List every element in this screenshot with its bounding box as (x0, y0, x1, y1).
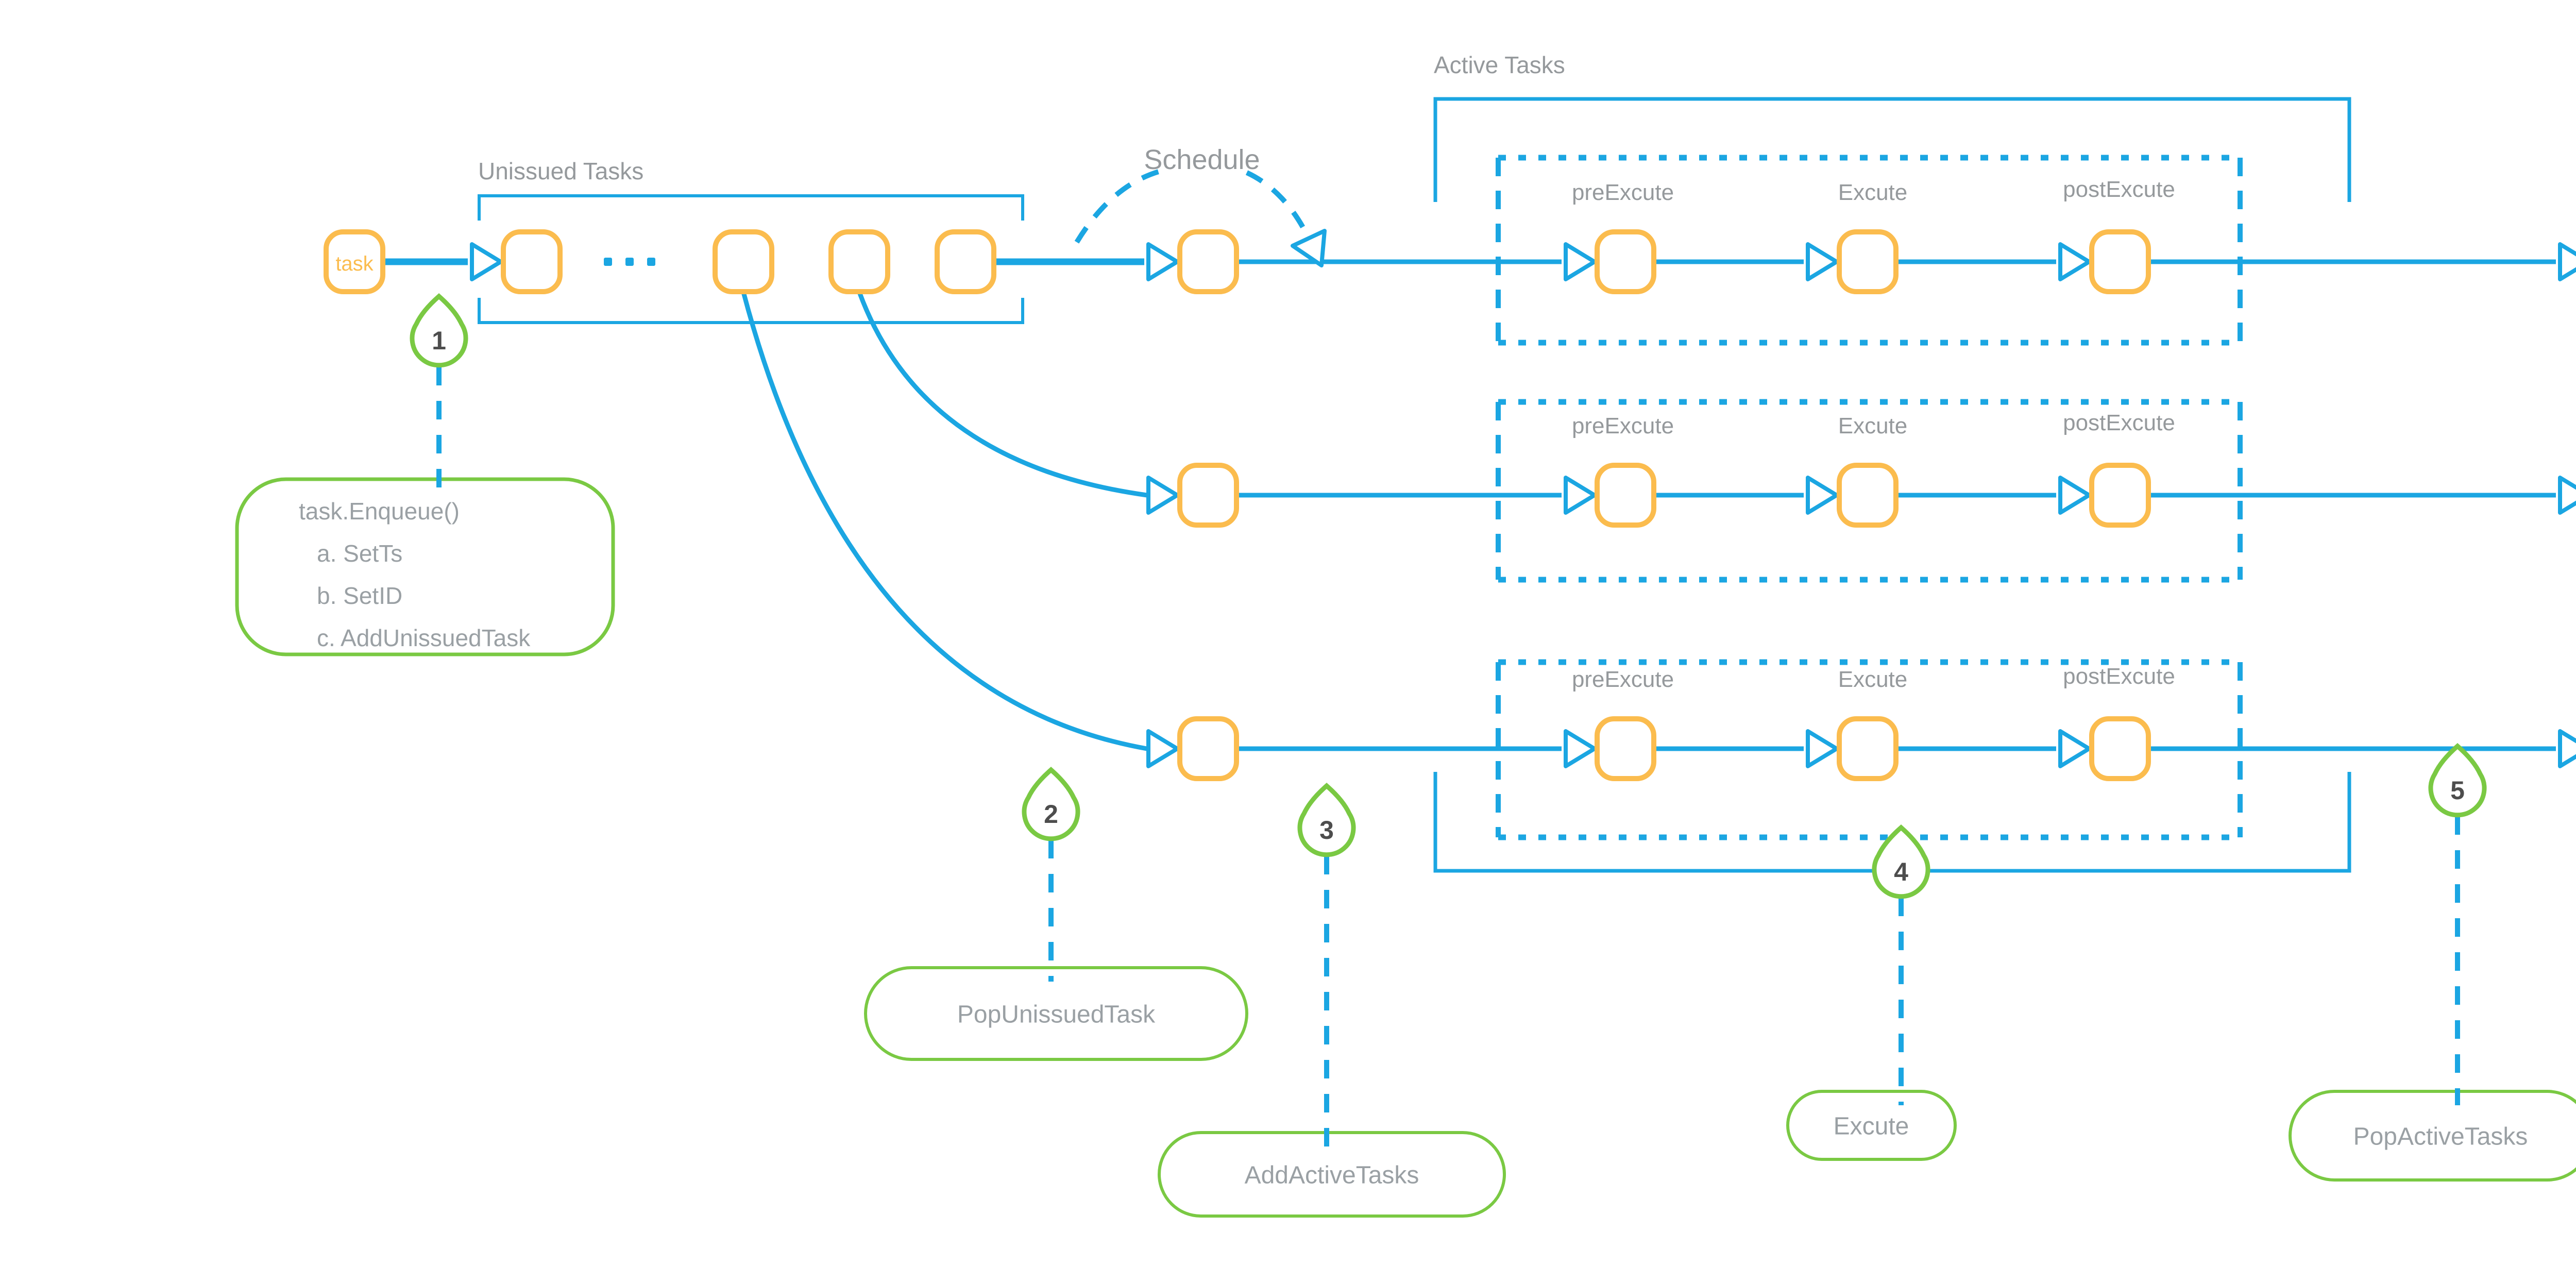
postexcute-node-r2 (2089, 463, 2151, 528)
row3-entry-node (1177, 716, 1239, 781)
schedule-node (1177, 229, 1239, 294)
preexcute-label: preExcute (1572, 180, 1674, 205)
unissued-bracket-top (478, 194, 1024, 221)
arrowhead-icon (1291, 229, 1327, 267)
preexcute-node-r1 (1595, 229, 1656, 294)
excute-pill-label: Excute (1834, 1113, 1909, 1140)
arrowhead-icon (1806, 729, 1839, 768)
curve-queue-to-row3 (741, 291, 1147, 751)
enqueue-line-3: b. SetID (317, 582, 402, 609)
queue-node (828, 229, 890, 294)
arrowhead-icon (2058, 729, 2091, 768)
ellipsis-dot (625, 258, 634, 266)
arrowhead-icon (2558, 476, 2576, 515)
ellipsis-dot (604, 258, 612, 266)
unissued-tasks-label: Unissued Tasks (478, 158, 643, 184)
stage-box-row2 (1496, 399, 2243, 583)
stage-labels-row1: preExcute Excute postExcute (1572, 177, 2175, 205)
stage-labels-row3: preExcute Excute postExcute (1572, 664, 2175, 692)
row2-entry-node (1177, 463, 1239, 528)
schedule-arc-left (1074, 167, 1165, 244)
marker-4-number: 4 (1894, 857, 1908, 886)
arrowhead-icon (1146, 242, 1179, 281)
preexcute-node-r3 (1595, 716, 1656, 781)
marker-3-drop (1297, 783, 1356, 857)
arrowhead-icon (1564, 729, 1597, 768)
schedule-label: Schedule (1144, 144, 1260, 175)
marker-5-drop (2428, 743, 2487, 818)
task-node (324, 229, 385, 294)
postexcute-node-r1 (2089, 229, 2151, 294)
queue-ellipsis-icon (604, 258, 655, 266)
excute-node-r3 (1837, 716, 1899, 781)
arrowhead-icon (1806, 242, 1839, 281)
excute-label: Excute (1838, 180, 1908, 205)
queue-node (501, 229, 563, 294)
arrowhead-icon (470, 242, 503, 281)
arrowhead-icon (1146, 476, 1179, 515)
preexcute-label: preExcute (1572, 413, 1674, 438)
postexcute-label: postExcute (2063, 410, 2175, 435)
enqueue-balloon (235, 477, 615, 656)
excute-node-r1 (1837, 229, 1899, 294)
excute-node-r2 (1837, 463, 1899, 528)
active-bracket-top (1433, 97, 2351, 202)
popunissuedtask-pill (864, 966, 1248, 1061)
queue-node (713, 229, 774, 294)
stage-labels-row2: preExcute Excute postExcute (1572, 410, 2175, 438)
stage-box-row1 (1496, 155, 2243, 346)
addactivetasks-label: AddActiveTasks (1245, 1162, 1419, 1189)
postexcute-label: postExcute (2063, 664, 2175, 689)
preexcute-node-r2 (1595, 463, 1656, 528)
addactivetasks-pill (1158, 1131, 1506, 1218)
excute-label: Excute (1838, 667, 1908, 692)
marker-3-number: 3 (1319, 816, 1334, 845)
arrowhead-icon (2058, 242, 2091, 281)
popactivetasks-pill (2289, 1090, 2576, 1182)
nodes: task (324, 229, 2151, 781)
excute-label: Excute (1838, 413, 1908, 438)
task-node-label: task (335, 252, 374, 275)
marker-1-number: 1 (432, 326, 446, 355)
stage-box-row3 (1496, 659, 2243, 840)
postexcute-label: postExcute (2063, 177, 2175, 202)
flow-arrows (384, 242, 2576, 768)
curve-queue-to-row2 (857, 291, 1147, 498)
enqueue-line-4: c. AddUnissuedTask (317, 625, 531, 651)
arrowhead-icon (1564, 242, 1597, 281)
marker-1-drop (410, 293, 468, 368)
arrowhead-icon (2058, 476, 2091, 515)
enqueue-line-2: a. SetTs (317, 540, 402, 567)
marker-2-drop (1022, 767, 1080, 841)
marker-connectors (436, 367, 2460, 1146)
marker-4-drop (1872, 824, 1930, 899)
arrowhead-icon (1146, 729, 1179, 768)
schedule-arc (1074, 167, 1327, 267)
arrowhead-icon (1564, 476, 1597, 515)
arrowhead-icon (2558, 729, 2576, 768)
excute-pill (1786, 1090, 1957, 1161)
preexcute-label: preExcute (1572, 667, 1674, 692)
arrowhead-icon (1806, 476, 1839, 515)
popactivetasks-label: PopActiveTasks (2353, 1123, 2528, 1151)
queue-node (935, 229, 996, 294)
ellipsis-dot (647, 258, 655, 266)
step-markers: 1 2 3 4 5 (410, 293, 2487, 899)
annotation-balloons: task.Enqueue() a. SetTs b. SetID c. AddU… (235, 477, 2576, 1218)
enqueue-line-1: task.Enqueue() (299, 498, 460, 525)
marker-5-number: 5 (2450, 776, 2465, 805)
popunissuedtask-label: PopUnissuedTask (957, 1001, 1156, 1028)
active-tasks-label: Active Tasks (1434, 52, 1565, 78)
schedule-arc-right (1245, 170, 1311, 240)
marker-2-number: 2 (1044, 800, 1058, 829)
arrowhead-icon (2558, 242, 2576, 281)
postexcute-node-r3 (2089, 716, 2151, 781)
